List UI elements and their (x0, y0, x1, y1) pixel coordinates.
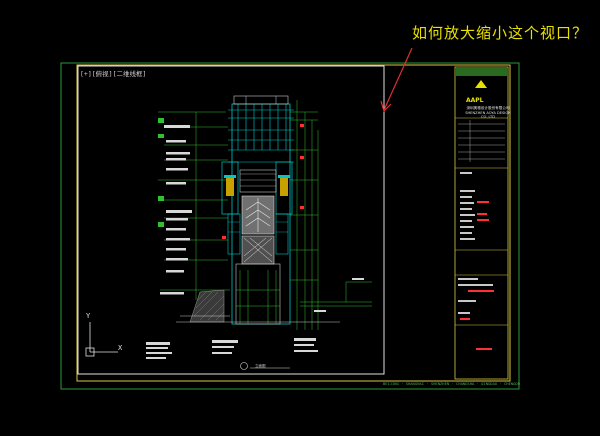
title-block (454, 66, 509, 380)
question-annotation: 如何放大缩小这个视口？ (412, 24, 589, 42)
company-name: 深圳奥雅设计股份有限公司 SHENZHEN AOYA DESIGN CO.,LT… (463, 106, 513, 120)
ucs-icon (85, 322, 118, 357)
callout-arrow (380, 47, 413, 113)
drawing-title-label: 立面图 (255, 364, 266, 368)
company-name-cn: 深圳奥雅设计股份有限公司 (466, 106, 510, 110)
viewport-control-label[interactable]: [+][俯视][二维线框] (80, 70, 147, 78)
layout-viewport[interactable] (77, 65, 385, 375)
ucs-x-label: X (118, 344, 123, 352)
sheet-outer-frame (60, 62, 520, 390)
ucs-y-label: Y (86, 312, 91, 320)
building-elevation (146, 95, 372, 370)
sheet-inner-frame (76, 64, 511, 382)
sheet-footer-text: BEIJING · SHANGHAI · SHENZHEN · CHANGSHA… (382, 381, 520, 386)
company-logo: AAPL (466, 97, 484, 104)
company-name-en: SHENZHEN AOYA DESIGN CO.,LTD (465, 110, 511, 120)
